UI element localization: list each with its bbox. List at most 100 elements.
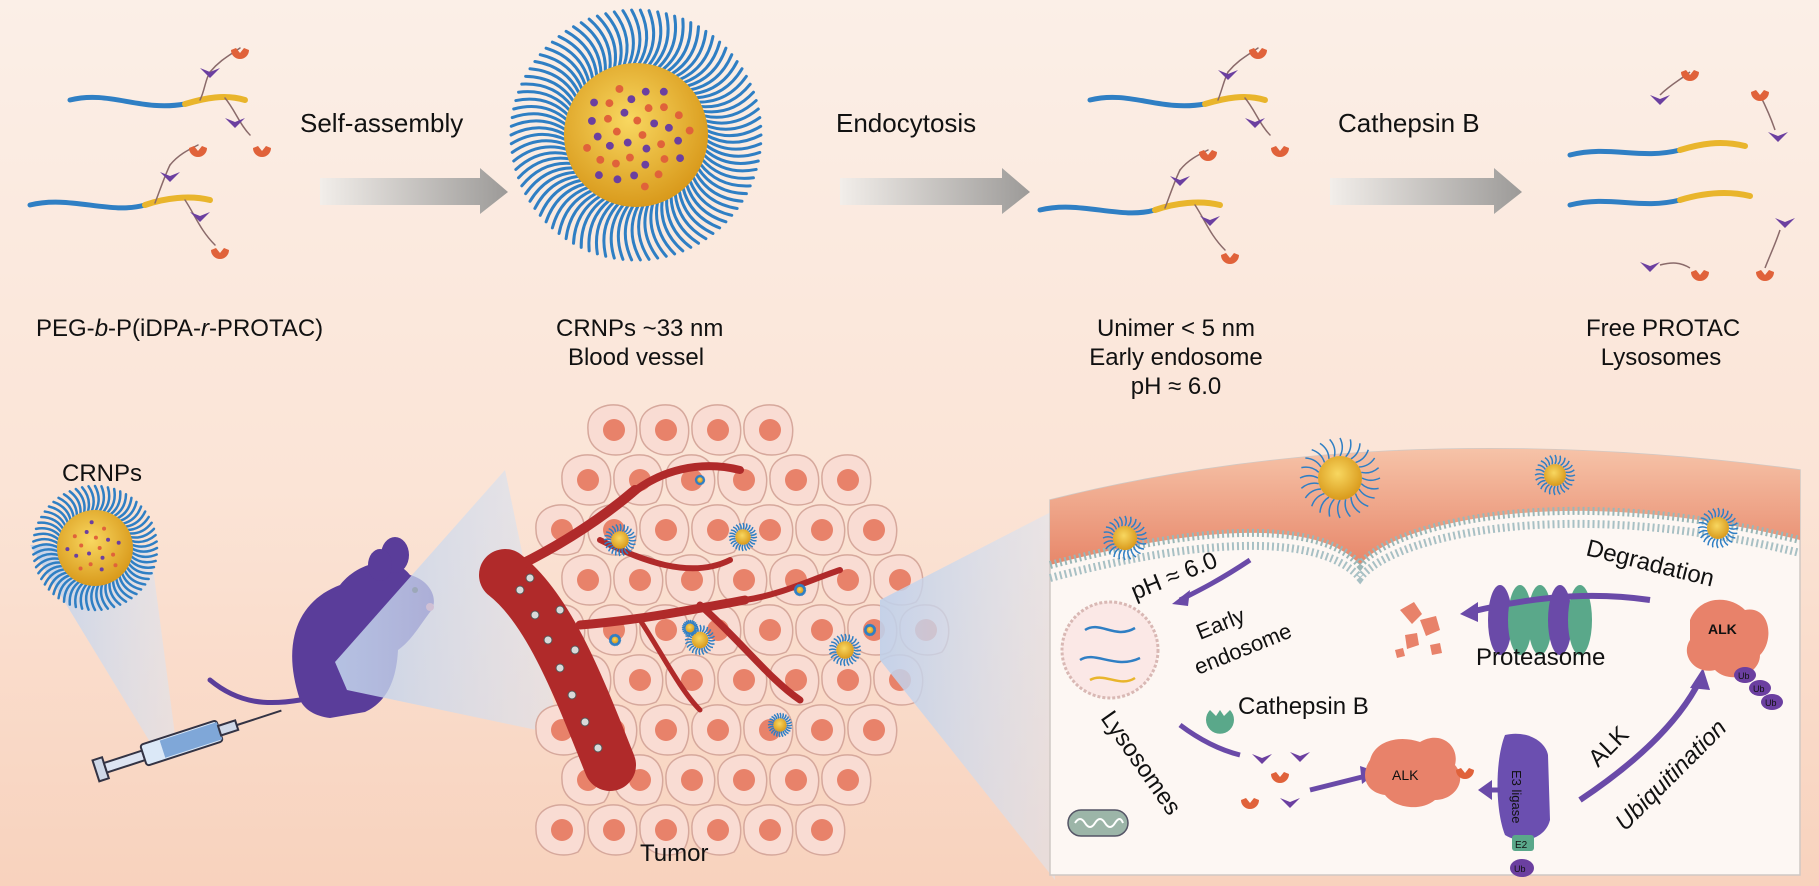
tumor-cell (691, 704, 742, 756)
polymer-caption-italic: b (94, 315, 109, 342)
arrow-cathepsin (1330, 168, 1522, 214)
tumor-cell (665, 754, 716, 806)
tumor-cell (769, 454, 820, 506)
arrow-endocytosis (840, 168, 1030, 214)
alk-label: ALK (1392, 767, 1419, 783)
vessel-particle (555, 605, 565, 615)
ub-label: Ub (1738, 671, 1750, 681)
zoom-cone (335, 470, 560, 735)
mitochondrion-icon (1067, 809, 1129, 837)
vessel-particle (525, 573, 535, 583)
tumor-cell (691, 804, 742, 856)
tumor-cell (743, 804, 794, 856)
alk-ubiquitinated-icon (1686, 599, 1783, 710)
degraded-fragments-icon (1395, 602, 1442, 658)
crnp-micelle-icon (31, 484, 159, 612)
vessel-nanoparticles (515, 573, 603, 753)
tumor-cell (691, 504, 742, 556)
crnp-micelle-icon (1299, 437, 1381, 519)
arrowhead (1172, 590, 1190, 606)
arrow-ubiquitination (1578, 678, 1703, 803)
free-protac-caption-line: Free PROTAC (1586, 315, 1741, 342)
cell-panel (1048, 447, 1801, 876)
tumor-cell (691, 404, 742, 456)
tumor-cell (769, 654, 820, 706)
e3-ligase-label: E3 ligase (1509, 770, 1524, 823)
vessel-particle (567, 690, 577, 700)
crnps-caption: CRNPs ~33 nm Blood vessel (556, 314, 723, 372)
tumor-cell (639, 504, 690, 556)
tumor-micelles (603, 474, 877, 738)
crnp-micelle-icon (509, 8, 763, 262)
vessel-particle (543, 635, 553, 645)
crnp-micelle-icon (608, 633, 622, 647)
tumor-cell (639, 804, 690, 856)
free-protac-caption: Free PROTAC Lysosomes (1586, 314, 1741, 372)
vessel-particle (593, 743, 603, 753)
tumor-cell (743, 604, 794, 656)
tumor-cell (821, 454, 872, 506)
tumor-cell (613, 654, 664, 706)
arrowhead (1478, 780, 1492, 800)
proteasome-label: Proteasome (1476, 644, 1605, 671)
membrane-micelles (1102, 437, 1739, 561)
crnp-micelle-icon (603, 523, 637, 557)
tumor-cell (639, 404, 690, 456)
polymer-caption: PEG-b-P(iDPA-r-PROTAC) (36, 314, 323, 343)
arrow-degradation (1469, 592, 1651, 615)
crnp-micelle-icon (1697, 507, 1739, 549)
polymer-caption-part: -P(iDPA- (108, 315, 201, 342)
arrow-self-assembly (320, 168, 508, 214)
arrowhead (1690, 668, 1710, 690)
polymer-chain-icon (67, 47, 251, 136)
tumor-cell (821, 754, 872, 806)
tumor-cell (665, 554, 716, 606)
tumor-cell (847, 504, 898, 556)
tumor-cell (821, 654, 872, 706)
cathepsin-b-icon (1206, 710, 1235, 734)
tumor-cell (769, 754, 820, 806)
cathepsin-b-label: Cathepsin B (1238, 693, 1369, 720)
polymer-caption-part: PEG- (36, 315, 95, 342)
tumor-cell (587, 404, 638, 456)
crnp-micelle-icon (828, 633, 862, 667)
arrowhead (1460, 602, 1478, 622)
tumor-cell (717, 654, 768, 706)
tumor-label: Tumor (640, 840, 709, 867)
crnp-micelle-icon (767, 712, 793, 738)
ub-label: Ub (1765, 698, 1777, 708)
crnp-micelle-icon (863, 623, 877, 637)
tumor-cell (535, 804, 586, 856)
vessel-particle (580, 717, 590, 727)
polymer-caption-part: -PROTAC) (208, 315, 324, 342)
zoom-cone (880, 510, 1055, 880)
alk-protein-icon (1365, 737, 1461, 808)
tumor-cell (639, 704, 690, 756)
polymer-chain-icon (27, 144, 216, 246)
polymer-caption-italic: r (200, 315, 209, 342)
crnp-micelle-icon (728, 522, 758, 552)
crnp-micelle-icon (1534, 454, 1576, 496)
syringe-icon (91, 709, 282, 783)
polymer-chain-icon (1567, 140, 1753, 208)
unimer-caption-line: Unimer < 5 nm (1096, 315, 1256, 342)
vessel-particle (555, 663, 565, 673)
tumor-cell (847, 704, 898, 756)
tumor-cell (795, 504, 846, 556)
free-protac-caption-line: Lysosomes (1600, 344, 1722, 371)
unimer-caption: Unimer < 5 nm Early endosome pH ≈ 6.0 (1076, 314, 1276, 401)
tumor-cell (561, 554, 612, 606)
vessel-particle (570, 645, 580, 655)
tumor-cell (561, 454, 612, 506)
crnp-micelle-icon (694, 474, 706, 486)
unimer-caption-line: Early endosome (1089, 344, 1263, 371)
tumor-cell (665, 654, 716, 706)
vessel-particle (515, 585, 525, 595)
step-cathepsin-b: Cathepsin B (1338, 108, 1480, 138)
tumor-cell (743, 404, 794, 456)
polymer-chain-icon (1037, 149, 1226, 251)
ub-label: Ub (1753, 684, 1765, 694)
crnp-micelle-icon (793, 583, 807, 597)
